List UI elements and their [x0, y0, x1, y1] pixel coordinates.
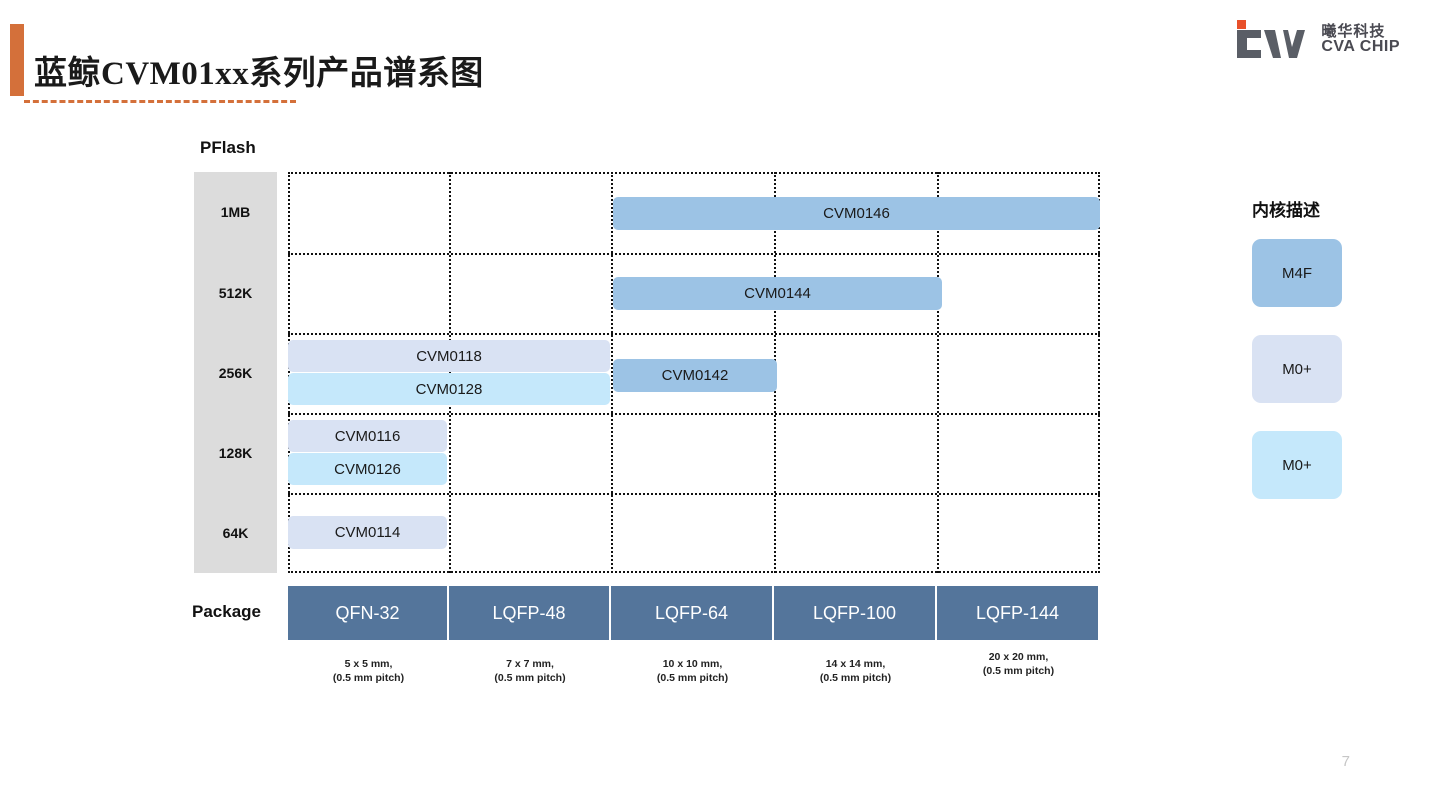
- pflash-tick-1mb: 1MB: [220, 204, 251, 220]
- pflash-tick-64k: 64K: [222, 525, 249, 541]
- legend-title: 内核描述: [1252, 201, 1320, 220]
- package-pitch-lqfp-64: (0.5 mm pitch): [656, 671, 729, 684]
- package-cell-qfn-32[interactable]: QFN-32: [288, 586, 449, 640]
- package-pitch-lqfp-48: (0.5 mm pitch): [494, 671, 566, 684]
- product-bar-cvm0128[interactable]: CVM0128: [288, 373, 610, 405]
- package-size-qfn-32: 5 x 5 mm, (0.5 mm pitch): [288, 658, 449, 685]
- grid-hline-4: [288, 413, 1100, 415]
- title-underline-divider: [24, 100, 296, 103]
- cva-logo-icon: [1231, 20, 1311, 60]
- grid-vline-6: [1098, 172, 1100, 573]
- product-bar-cvm0146[interactable]: CVM0146: [613, 197, 1100, 230]
- pflash-axis-column: 1MB 512K 256K 128K 64K: [194, 172, 277, 573]
- package-size-line1-qfn-32: 5 x 5 mm,: [344, 658, 393, 670]
- company-logo: 曦华科技 CVA CHIP: [1231, 20, 1400, 60]
- package-cell-lqfp-64[interactable]: LQFP-64: [611, 586, 774, 640]
- pflash-tick-256k: 256K: [218, 365, 253, 381]
- grid-hline-6: [288, 571, 1100, 573]
- package-axis-title: Package: [192, 602, 261, 621]
- package-size-line1-lqfp-64: 10 x 10 mm,: [662, 658, 723, 670]
- page-title: 蓝鲸CVM01xx系列产品谱系图: [34, 56, 484, 92]
- product-bar-cvm0126[interactable]: CVM0126: [288, 453, 447, 485]
- package-pitch-lqfp-100: (0.5 mm pitch): [819, 671, 892, 684]
- title-accent-bar: [10, 24, 24, 96]
- package-pitch-qfn-32: (0.5 mm pitch): [332, 671, 405, 684]
- grid-hline-5: [288, 493, 1100, 495]
- grid-vline-5: [937, 172, 939, 573]
- core-legend: 内核描述 M4F M0+ M0+: [1252, 196, 1412, 527]
- grid-hline-3: [288, 333, 1100, 335]
- package-cell-lqfp-100[interactable]: LQFP-100: [774, 586, 937, 640]
- grid-vline-1: [288, 172, 290, 573]
- product-bar-cvm0142[interactable]: CVM0142: [613, 359, 777, 392]
- grid-vline-3: [611, 172, 613, 573]
- product-bar-cvm0144[interactable]: CVM0144: [613, 277, 942, 310]
- pflash-tick-128k: 128K: [218, 445, 253, 461]
- package-cell-lqfp-144[interactable]: LQFP-144: [937, 586, 1098, 640]
- legend-item-m0plus-lavender: M0+: [1252, 335, 1342, 403]
- product-bar-cvm0116[interactable]: CVM0116: [288, 420, 447, 452]
- matrix-grid: CVM0146 CVM0144 CVM0118 CVM0128 CVM0142 …: [288, 172, 1100, 573]
- pflash-tick-512k: 512K: [218, 285, 253, 301]
- package-size-line1-lqfp-100: 14 x 14 mm,: [825, 658, 886, 670]
- product-bar-cvm0118[interactable]: CVM0118: [288, 340, 610, 372]
- package-cell-lqfp-48[interactable]: LQFP-48: [449, 586, 611, 640]
- grid-vline-2: [449, 172, 451, 573]
- grid-hline-1: [288, 172, 1100, 174]
- grid-hline-2: [288, 253, 1100, 255]
- package-size-line1-lqfp-48: 7 x 7 mm,: [506, 658, 554, 670]
- legend-item-m4f: M4F: [1252, 239, 1342, 307]
- logo-cn-name: 曦华科技: [1321, 22, 1386, 40]
- package-size-lqfp-100: 14 x 14 mm, (0.5 mm pitch): [774, 658, 937, 685]
- package-size-lqfp-64: 10 x 10 mm, (0.5 mm pitch): [611, 658, 774, 685]
- pflash-axis-title: PFlash: [200, 138, 256, 157]
- package-size-line1-lqfp-144: 20 x 20 mm,: [988, 651, 1049, 663]
- page-number: 7: [1341, 753, 1350, 770]
- legend-item-m0plus-cyan: M0+: [1252, 431, 1342, 499]
- package-size-lqfp-144: 20 x 20 mm, (0.5 mm pitch): [937, 651, 1100, 678]
- product-bar-cvm0114[interactable]: CVM0114: [288, 516, 447, 549]
- logo-en-name: CVA CHIP: [1321, 38, 1400, 56]
- package-pitch-lqfp-144: (0.5 mm pitch): [982, 664, 1055, 677]
- package-size-lqfp-48: 7 x 7 mm, (0.5 mm pitch): [449, 658, 611, 685]
